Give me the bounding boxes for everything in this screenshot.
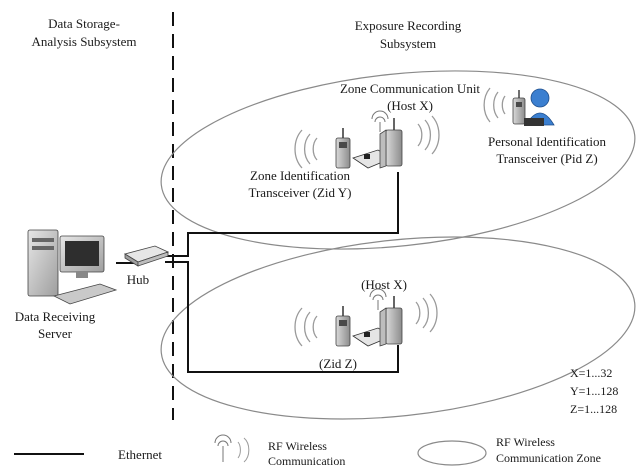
- left-subsystem-title-line1: Data Storage-: [48, 16, 120, 31]
- hub-icon: [123, 245, 170, 267]
- zone-identification-transceiver-icon: [335, 128, 351, 169]
- data-receiving-server-icon: [27, 229, 118, 305]
- bottom-host-antenna-icon: [369, 288, 387, 310]
- bottom-host-label: (Host X): [361, 277, 407, 292]
- person-icon: [524, 88, 555, 126]
- zone-communication-unit-icon: [352, 118, 403, 169]
- top-communication-zone: [160, 70, 636, 250]
- legend-zone-label-line2: Communication Zone: [496, 451, 601, 465]
- bottom-host-unit-icon: [352, 296, 403, 347]
- legend-ethernet-label: Ethernet: [118, 447, 162, 462]
- range-x: X=1...32: [570, 366, 612, 380]
- zid-label-line1: Zone Identification: [250, 168, 350, 183]
- legend-rf-label-line1: RF Wireless: [268, 439, 327, 453]
- top-host-label: (Host X): [387, 98, 433, 113]
- hub-label: Hub: [127, 272, 149, 287]
- bottom-communication-zone: [160, 236, 636, 420]
- zid-label-line2: Transceiver (Zid Y): [248, 185, 351, 200]
- pid-label-line2: Transceiver (Pid Z): [496, 151, 597, 166]
- server-label-line1: Data Receiving: [15, 309, 96, 324]
- range-z: Z=1...128: [570, 402, 617, 416]
- legend-zone-ellipse: [417, 440, 487, 466]
- bottom-zone-waves-left: [294, 307, 318, 347]
- legend-zone-label-line1: RF Wireless: [496, 435, 555, 449]
- pid-label-line1: Personal Identification: [488, 134, 607, 149]
- pid-waves-left: [483, 87, 506, 123]
- top-host-antenna-icon: [371, 110, 389, 132]
- legend-rf-wireless-icon: [214, 434, 250, 463]
- personal-identification-transceiver-icon: [512, 90, 526, 125]
- ethernet-cables: [116, 172, 399, 373]
- bottom-zid-label: (Zid Z): [319, 356, 357, 371]
- right-subsystem-title-line1: Exposure Recording: [355, 18, 462, 33]
- range-y: Y=1...128: [570, 384, 618, 398]
- top-zone-waves-right: [417, 115, 440, 155]
- left-subsystem-title-line2: Analysis Subsystem: [31, 34, 136, 49]
- bottom-zone-waves-right: [415, 293, 438, 333]
- server-label-line2: Server: [38, 326, 73, 341]
- top-zone-waves-left: [294, 129, 318, 169]
- bottom-zid-transceiver-icon: [335, 306, 351, 347]
- zone-communication-unit-label: Zone Communication Unit: [340, 81, 480, 96]
- legend-rf-label-line2: Communication: [268, 454, 345, 468]
- right-subsystem-title-line2: Subsystem: [380, 36, 436, 51]
